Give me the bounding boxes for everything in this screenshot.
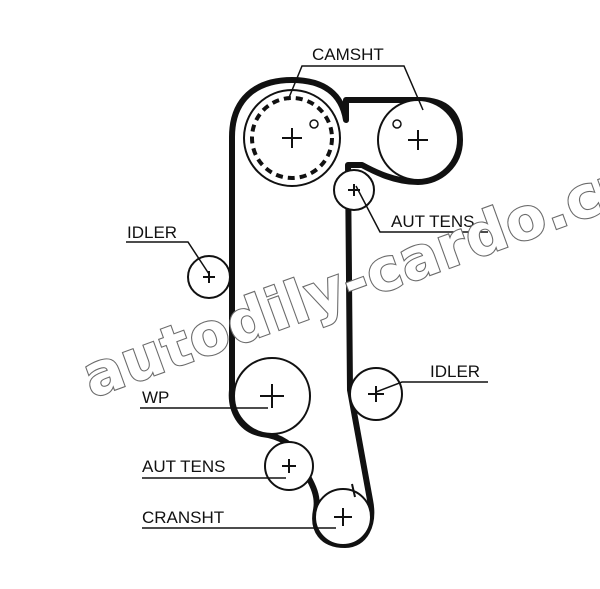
label-aut-tens-top: AUT TENS (391, 212, 474, 231)
camshaft-pulley (243, 89, 341, 187)
label-crankshaft: CRANSHT (142, 508, 224, 527)
idler-left-pulley (187, 255, 231, 299)
label-idler-right: IDLER (430, 362, 480, 381)
idler-right-pulley (349, 367, 403, 421)
leader-idler-right (375, 381, 488, 393)
leader-idler-left (126, 241, 210, 275)
label-idler-left: IDLER (127, 223, 177, 242)
leader-camshaft (287, 65, 424, 111)
camshaft-pulley-right (377, 99, 459, 181)
water-pump-pulley (233, 357, 311, 435)
crankshaft-pulley (314, 483, 372, 546)
label-camshaft: CAMSHT (312, 45, 384, 64)
label-water-pump: WP (142, 388, 169, 407)
aut-tens-top-pulley (333, 169, 375, 211)
leader-aut-tens-top (355, 185, 488, 233)
aut-tens-bottom-pulley (264, 441, 314, 491)
label-aut-tens-bottom: AUT TENS (142, 457, 225, 476)
